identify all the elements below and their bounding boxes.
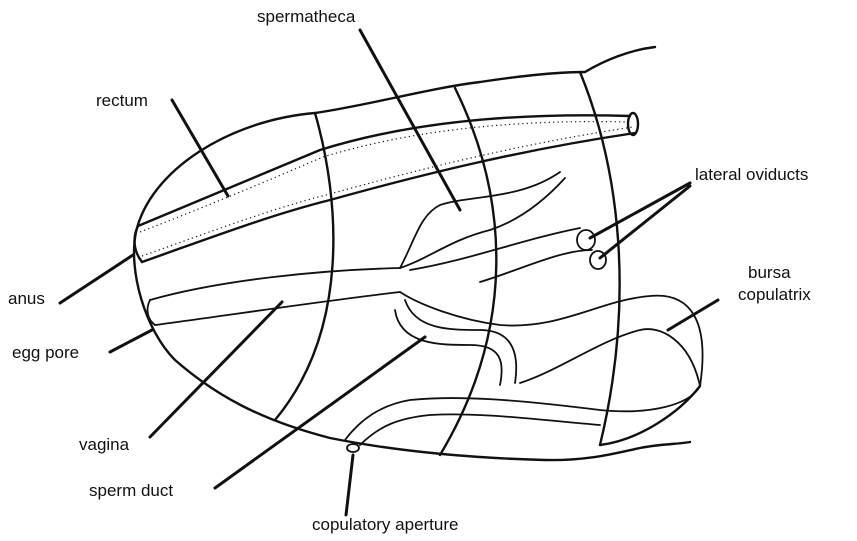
label-spermatheca: spermatheca <box>257 7 356 26</box>
label-anus: anus <box>8 289 45 308</box>
label-bursa: bursa <box>748 263 791 282</box>
label-copulatrix: copulatrix <box>738 285 811 304</box>
label-lateral-oviducts: lateral oviducts <box>695 165 808 184</box>
abdomen-outline <box>134 47 700 460</box>
label-copulatory-aperture: copulatory aperture <box>312 515 458 534</box>
label-vagina: vagina <box>79 435 130 454</box>
rectum-tube <box>135 113 638 262</box>
label-egg-pore: egg pore <box>12 343 79 362</box>
label-sperm-duct: sperm duct <box>89 481 173 500</box>
label-rectum: rectum <box>96 91 148 110</box>
